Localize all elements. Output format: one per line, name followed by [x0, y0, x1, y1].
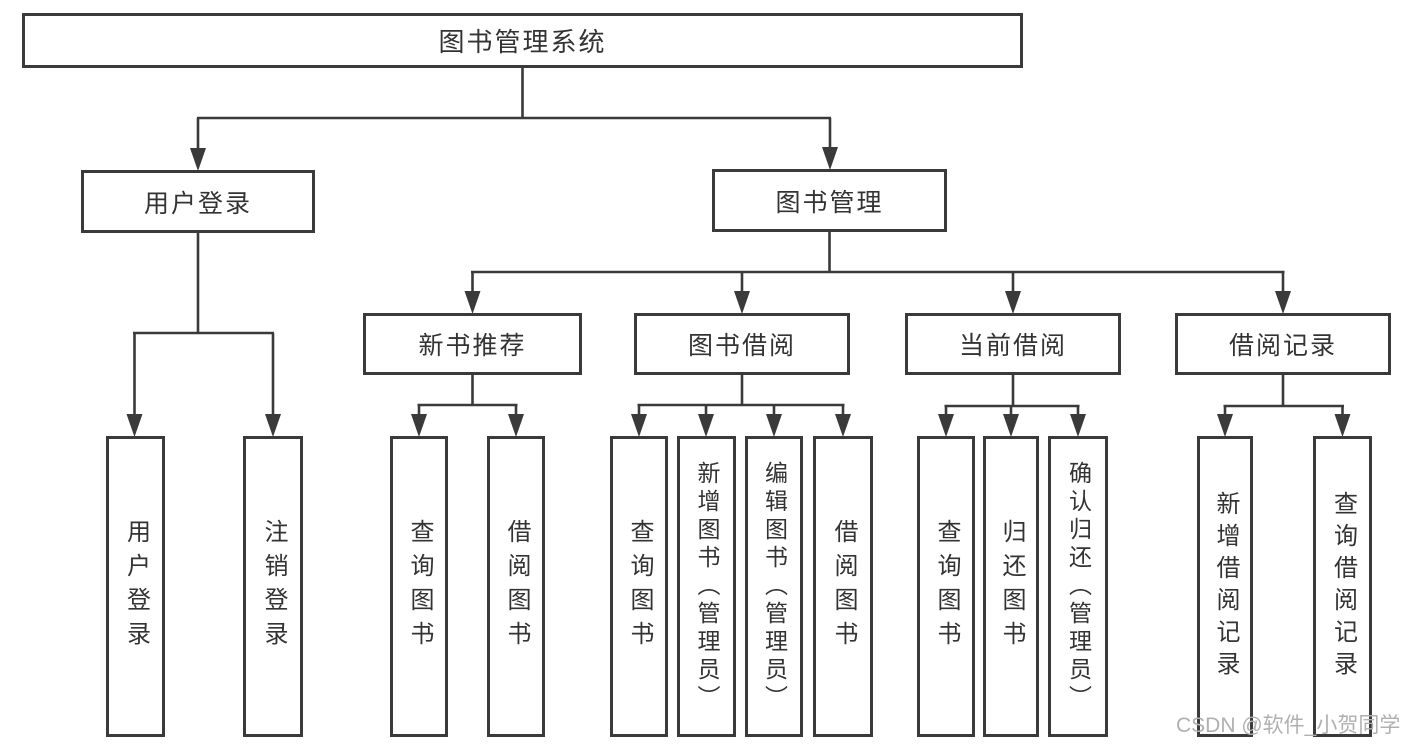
leaf-query-books-current: 查询图书 [917, 436, 975, 737]
leaf-query-books-recommend-label: 查询图书 [406, 518, 433, 655]
leaf-edit-book-admin: 编辑图书（管理员） [745, 436, 803, 737]
node-book-management-label: 图书管理 [775, 188, 884, 217]
arrowhead [265, 414, 281, 437]
connector-newbook-to-leaves [417, 375, 518, 430]
leaf-add-book-admin-label: 新增图书（管理员） [694, 460, 720, 713]
node-root: 图书管理系统 [22, 13, 1023, 68]
leaf-borrow-books-recommend: 借阅图书 [487, 436, 545, 737]
leaf-return-book-label: 归还图书 [998, 518, 1025, 655]
leaf-add-book-admin: 新增图书（管理员） [677, 436, 736, 737]
leaf-borrow-books-borrow-label: 借阅图书 [830, 518, 857, 655]
leaf-borrow-books-borrow: 借阅图书 [813, 436, 873, 737]
leaf-query-borrow-record: 查询借阅记录 [1313, 436, 1372, 737]
leaf-query-books-borrow: 查询图书 [610, 436, 668, 737]
node-book-borrow-label: 图书借阅 [687, 332, 796, 360]
arrowhead [190, 148, 206, 171]
leaf-confirm-return-admin-label: 确认归还（管理员） [1065, 460, 1092, 713]
leaf-logout: 注销登录 [243, 436, 303, 737]
watermark: CSDN @软件_小贺同学 [1176, 714, 1401, 737]
connector-root-to-level2 [196, 68, 832, 164]
node-new-book-recommend: 新书推荐 [363, 313, 582, 375]
node-current-borrow-label: 当前借阅 [958, 332, 1067, 360]
node-new-book-recommend-label: 新书推荐 [418, 332, 527, 360]
arrowhead [938, 414, 954, 437]
connector-bookmgmt-to-level3 [471, 232, 1285, 307]
leaf-edit-book-admin-label: 编辑图书（管理员） [761, 460, 788, 713]
leaf-query-borrow-record-label: 查询借阅记录 [1329, 490, 1357, 683]
connector-records-to-leaves [1223, 375, 1344, 430]
leaf-query-books-borrow-label: 查询图书 [626, 518, 653, 655]
leaf-add-borrow-record-label: 新增借阅记录 [1212, 490, 1239, 683]
node-borrow-records-label: 借阅记录 [1228, 332, 1337, 360]
node-user-login-label: 用户登录 [143, 189, 252, 218]
leaf-add-borrow-record: 新增借阅记录 [1197, 436, 1253, 737]
node-book-borrow: 图书借阅 [634, 313, 850, 375]
arrowhead [734, 291, 750, 314]
node-book-management: 图书管理 [712, 169, 947, 232]
node-current-borrow: 当前借阅 [905, 313, 1121, 375]
arrowhead [1275, 291, 1291, 314]
arrowhead [631, 414, 647, 437]
leaf-query-books-recommend: 查询图书 [390, 436, 448, 737]
arrowhead [1005, 291, 1021, 314]
arrowhead [464, 291, 481, 314]
arrowhead [1334, 414, 1351, 437]
leaf-logout-label: 注销登录 [260, 518, 287, 655]
leaf-borrow-books-recommend-label: 借阅图书 [503, 518, 530, 655]
arrowhead [1070, 414, 1086, 437]
connector-borrow-to-leaves [637, 375, 845, 430]
arrowhead [126, 414, 143, 437]
connector-userlogin-to-leaves [133, 233, 275, 430]
arrowhead [766, 414, 782, 437]
arrowhead [1217, 414, 1233, 437]
arrowhead [1003, 414, 1019, 437]
node-root-label: 图书管理系统 [438, 27, 607, 57]
node-user-login: 用户登录 [81, 170, 315, 233]
leaf-user-login-label: 用户登录 [122, 518, 150, 655]
arrowhead [698, 414, 714, 437]
arrowhead [411, 414, 427, 437]
node-borrow-records: 借阅记录 [1175, 313, 1391, 375]
leaf-query-books-current-label: 查询图书 [933, 518, 960, 655]
leaf-user-login: 用户登录 [106, 436, 165, 737]
arrowhead [822, 147, 838, 170]
arrowhead [835, 414, 851, 437]
leaf-return-book: 归还图书 [983, 436, 1039, 737]
arrowhead [508, 414, 524, 437]
leaf-confirm-return-admin: 确认归还（管理员） [1048, 436, 1108, 737]
